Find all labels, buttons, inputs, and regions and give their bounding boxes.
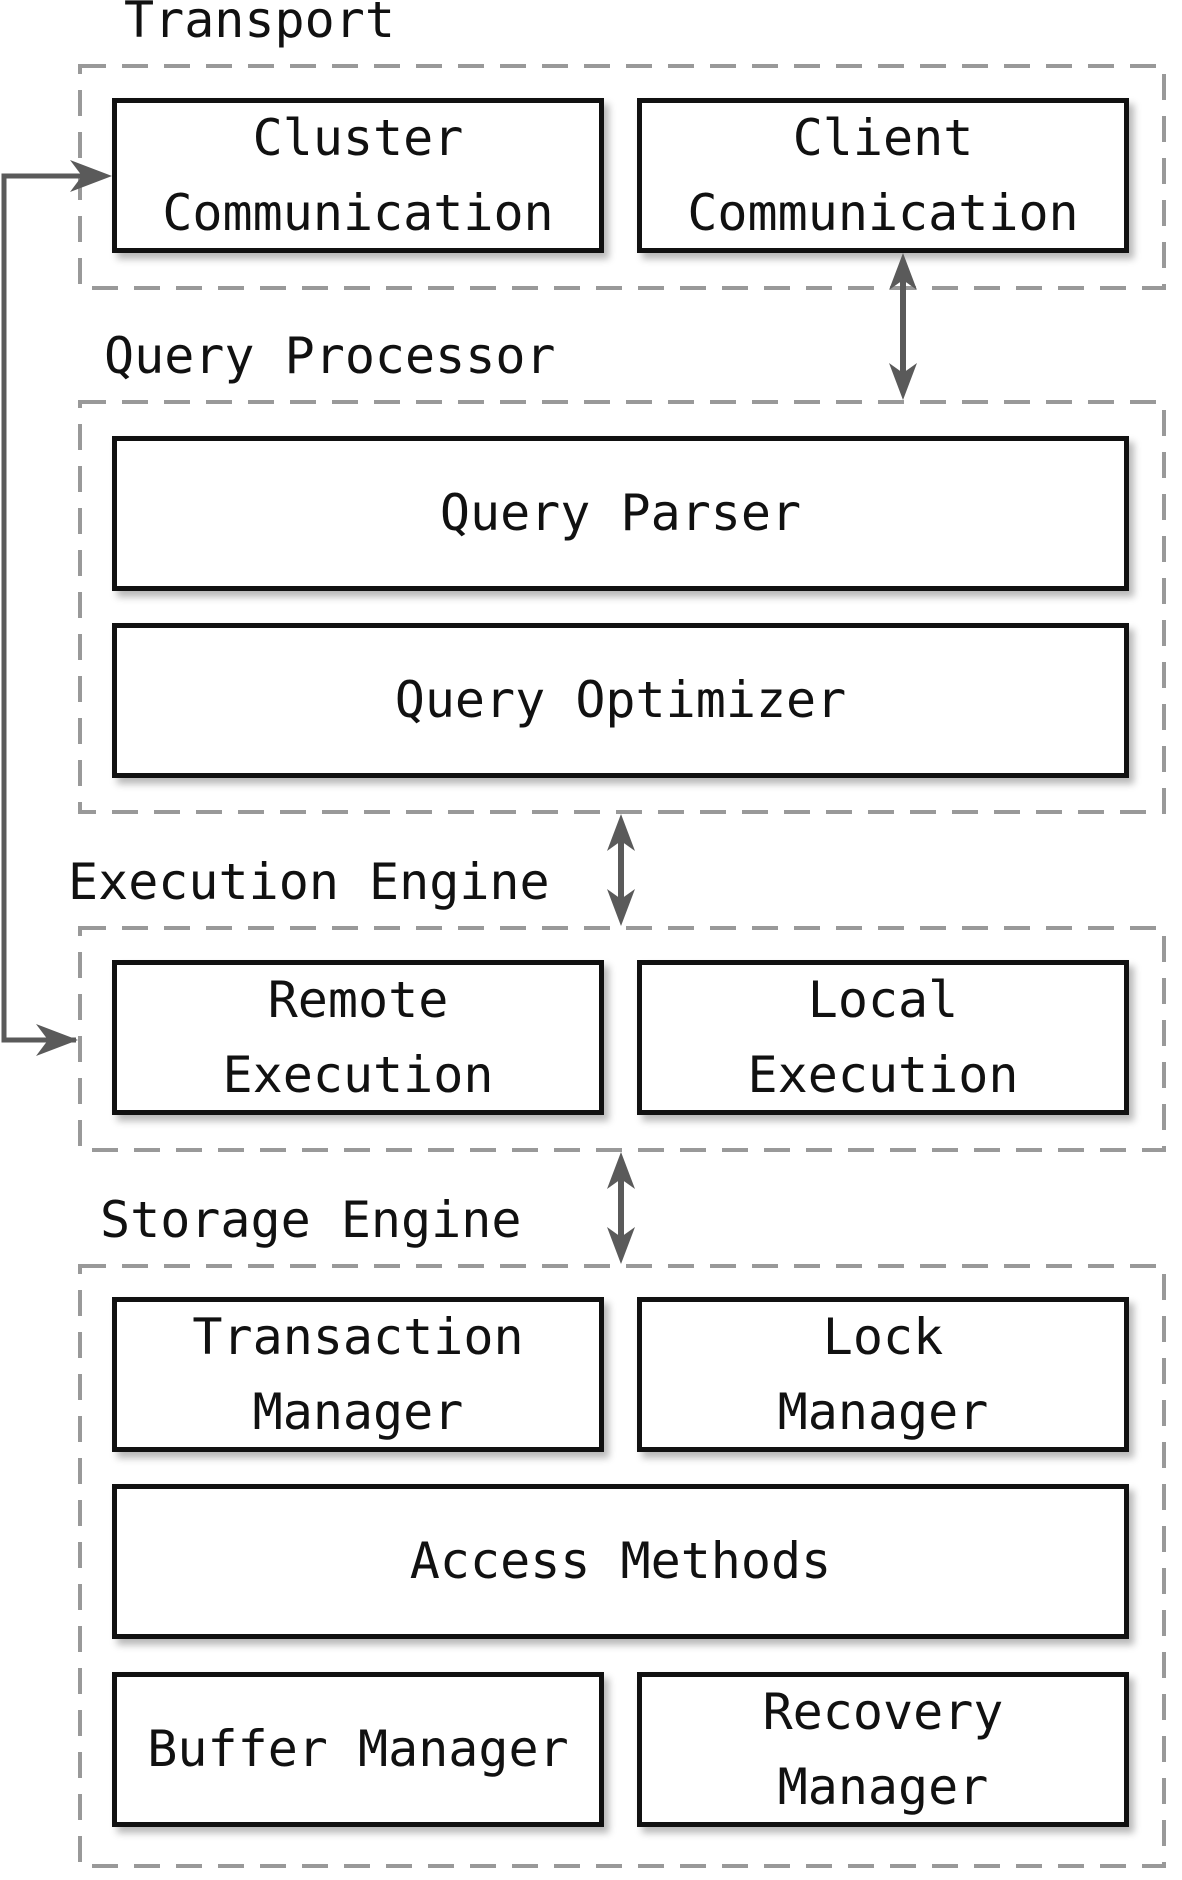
- lock-manager-label: Lock Manager: [777, 1307, 989, 1441]
- recovery-manager-label: Recovery Manager: [762, 1682, 1004, 1816]
- query-parser-box: Query Parser: [112, 436, 1129, 591]
- local-execution-box: Local Execution: [637, 960, 1129, 1115]
- cluster-communication-box: Cluster Communication: [112, 98, 604, 253]
- buffer-manager-label: Buffer Manager: [147, 1720, 569, 1778]
- query-optimizer-box: Query Optimizer: [112, 623, 1129, 778]
- storage-engine-group: [78, 1264, 1166, 1868]
- client-communication-box: Client Communication: [637, 98, 1129, 253]
- query-optimizer-label: Query Optimizer: [394, 671, 847, 729]
- access-methods-label: Access Methods: [409, 1532, 832, 1590]
- query-processor-to-execution-engine-arrow: [607, 814, 635, 926]
- lock-manager-box: Lock Manager: [637, 1297, 1129, 1452]
- query-processor-title: Query Processor: [104, 327, 556, 385]
- remote-execution-box: Remote Execution: [112, 960, 604, 1115]
- transaction-manager-box: Transaction Manager: [112, 1297, 604, 1452]
- execution-engine-to-storage-engine-arrow: [607, 1152, 635, 1264]
- transaction-manager-label: Transaction Manager: [192, 1307, 524, 1441]
- local-execution-label: Local Execution: [747, 970, 1019, 1104]
- access-methods-box: Access Methods: [112, 1484, 1129, 1639]
- client-communication-label: Client Communication: [687, 108, 1079, 242]
- query-parser-label: Query Parser: [439, 484, 802, 542]
- cluster-communication-label: Cluster Communication: [162, 108, 554, 242]
- storage-engine-title: Storage Engine: [100, 1191, 522, 1249]
- transport-title: Transport: [124, 0, 395, 49]
- recovery-manager-box: Recovery Manager: [637, 1672, 1129, 1827]
- execution-engine-title: Execution Engine: [68, 853, 550, 911]
- remote-execution-label: Remote Execution: [222, 970, 494, 1104]
- buffer-manager-box: Buffer Manager: [112, 1672, 604, 1827]
- storage-engine-group-frame: [78, 1264, 1166, 1868]
